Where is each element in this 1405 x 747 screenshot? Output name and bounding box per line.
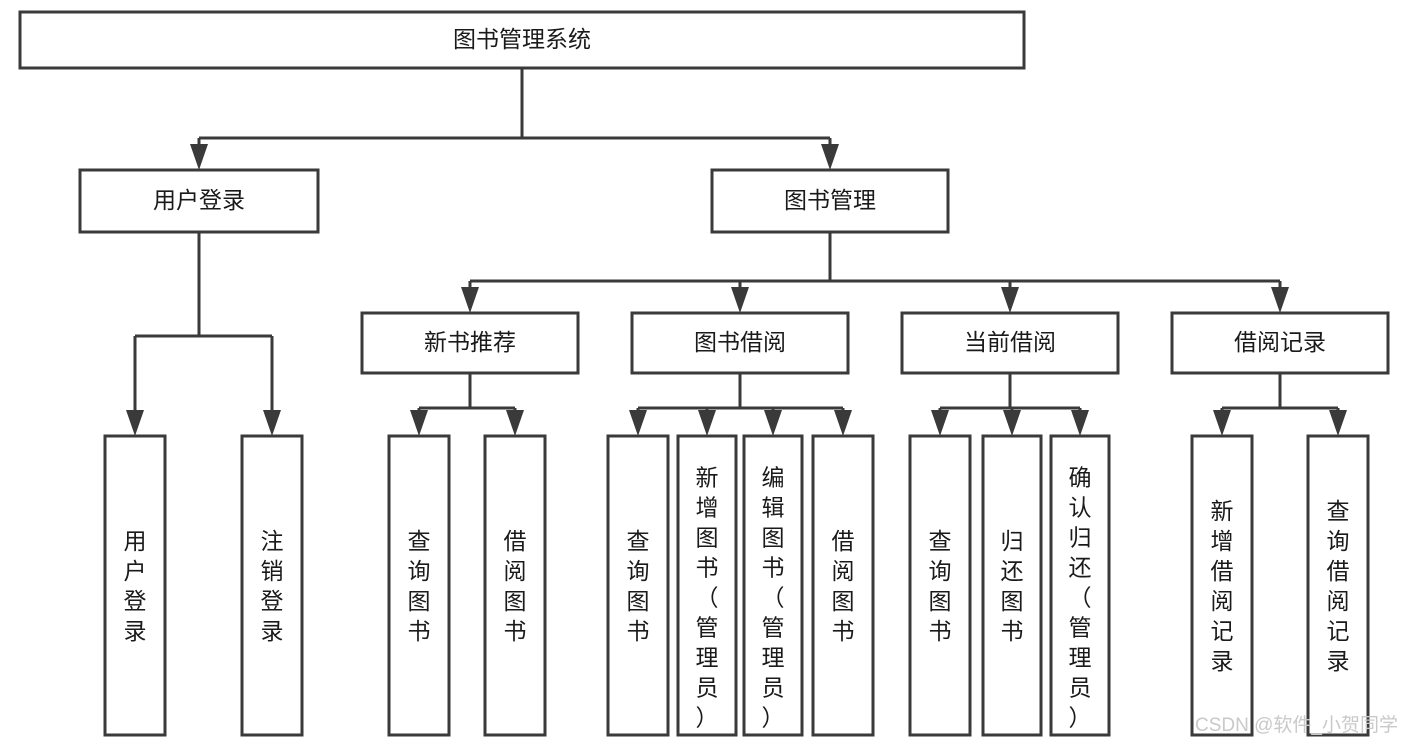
node-box-leaf-query-book-2[interactable] bbox=[606, 434, 670, 737]
node-box-leaf-return-book[interactable] bbox=[981, 434, 1043, 737]
node-leaf-add-borrow-record[interactable]: 新增借阅记录 bbox=[1190, 434, 1254, 737]
node-label-leaf-logout-login: 注销登录 bbox=[261, 528, 284, 644]
arrow-head-icon bbox=[731, 287, 749, 313]
node-leaf-borrow-book-1[interactable]: 借阅图书 bbox=[483, 434, 547, 737]
node-label-root: 图书管理系统 bbox=[453, 26, 591, 52]
arrow-head-icon bbox=[1329, 410, 1347, 436]
node-box-user-login[interactable] bbox=[78, 168, 320, 234]
node-leaf-query-book-3[interactable]: 查询图书 bbox=[908, 434, 972, 737]
arrow-head-icon bbox=[821, 144, 839, 170]
arrow-head-icon bbox=[1213, 410, 1231, 436]
node-label-book-borrow: 图书借阅 bbox=[694, 329, 786, 355]
conn-newbook-to-leaves bbox=[410, 373, 524, 436]
arrow-head-icon bbox=[506, 410, 524, 436]
node-box-book-borrow[interactable] bbox=[630, 311, 850, 375]
conn-userlogin-to-leaves bbox=[126, 232, 281, 436]
arrow-head-icon bbox=[461, 287, 479, 313]
node-book-manage[interactable]: 图书管理 bbox=[710, 168, 950, 234]
node-box-leaf-borrow-book-2[interactable] bbox=[811, 434, 875, 737]
node-box-leaf-borrow-book-1[interactable] bbox=[483, 434, 547, 737]
node-label-leaf-query-book-3: 查询图书 bbox=[929, 528, 952, 644]
node-label-current-borrow: 当前借阅 bbox=[964, 329, 1056, 355]
node-box-leaf-user-login[interactable] bbox=[103, 434, 167, 737]
node-leaf-borrow-book-2[interactable]: 借阅图书 bbox=[811, 434, 875, 737]
node-label-new-book-recommend: 新书推荐 bbox=[424, 329, 516, 355]
node-root[interactable]: 图书管理系统 bbox=[18, 10, 1026, 70]
node-leaf-query-book-1[interactable]: 查询图书 bbox=[387, 434, 451, 737]
node-box-leaf-add-book-admin[interactable] bbox=[676, 434, 738, 737]
conn-currentborrow-to-leaves bbox=[931, 373, 1089, 436]
node-box-book-manage[interactable] bbox=[710, 168, 950, 234]
conn-root-to-level2 bbox=[190, 68, 839, 170]
arrow-head-icon bbox=[263, 410, 281, 436]
node-label-leaf-add-borrow-record: 新增借阅记录 bbox=[1211, 498, 1234, 674]
arrow-head-icon bbox=[834, 410, 852, 436]
node-box-leaf-add-borrow-record[interactable] bbox=[1190, 434, 1254, 737]
node-label-book-manage: 图书管理 bbox=[784, 187, 876, 213]
conn-bookmanage-to-level3 bbox=[461, 232, 1289, 313]
node-label-leaf-edit-book-admin: 编辑图书（管理员） bbox=[762, 464, 785, 730]
node-leaf-add-book-admin[interactable]: 新增图书（管理员） bbox=[676, 434, 738, 737]
arrow-head-icon bbox=[1071, 410, 1089, 436]
node-box-current-borrow[interactable] bbox=[900, 311, 1120, 375]
node-label-leaf-return-book: 归还图书 bbox=[1001, 528, 1024, 644]
node-box-leaf-query-borrow-record[interactable] bbox=[1306, 434, 1370, 737]
conn-borrowrecord-to-leaves bbox=[1213, 373, 1347, 436]
watermark-label: CSDN @软件_小贺同学 bbox=[1195, 714, 1398, 736]
node-box-borrow-record[interactable] bbox=[1170, 311, 1390, 375]
node-leaf-query-borrow-record[interactable]: 查询借阅记录 bbox=[1306, 434, 1370, 737]
node-current-borrow[interactable]: 当前借阅 bbox=[900, 311, 1120, 375]
node-box-leaf-query-book-3[interactable] bbox=[908, 434, 972, 737]
arrow-head-icon bbox=[190, 144, 208, 170]
node-label-leaf-query-book-1: 查询图书 bbox=[408, 528, 431, 644]
node-label-borrow-record: 借阅记录 bbox=[1234, 329, 1326, 355]
node-book-borrow[interactable]: 图书借阅 bbox=[630, 311, 850, 375]
node-leaf-logout-login[interactable]: 注销登录 bbox=[240, 434, 304, 737]
node-new-book-recommend[interactable]: 新书推荐 bbox=[360, 311, 580, 375]
conn-bookborrow-to-leaves bbox=[629, 373, 852, 436]
node-box-leaf-edit-book-admin[interactable] bbox=[742, 434, 804, 737]
arrow-head-icon bbox=[1003, 410, 1021, 436]
node-box-root[interactable] bbox=[18, 10, 1026, 70]
node-user-login[interactable]: 用户登录 bbox=[78, 168, 320, 234]
arrow-head-icon bbox=[410, 410, 428, 436]
node-leaf-query-book-2[interactable]: 查询图书 bbox=[606, 434, 670, 737]
arrow-head-icon bbox=[126, 410, 144, 436]
arrow-head-icon bbox=[1001, 287, 1019, 313]
node-label-user-login: 用户登录 bbox=[153, 187, 245, 213]
node-borrow-record[interactable]: 借阅记录 bbox=[1170, 311, 1390, 375]
node-label-leaf-query-book-2: 查询图书 bbox=[627, 528, 650, 644]
connector-layer bbox=[126, 68, 1347, 436]
node-label-leaf-query-borrow-record: 查询借阅记录 bbox=[1327, 498, 1350, 674]
node-box-new-book-recommend[interactable] bbox=[360, 311, 580, 375]
arrow-head-icon bbox=[931, 410, 949, 436]
node-label-leaf-user-login: 用户登录 bbox=[124, 528, 147, 644]
node-box-leaf-query-book-1[interactable] bbox=[387, 434, 451, 737]
node-label-leaf-borrow-book-2: 借阅图书 bbox=[832, 528, 855, 644]
node-leaf-return-book[interactable]: 归还图书 bbox=[981, 434, 1043, 737]
node-layer: 图书管理系统用户登录图书管理新书推荐图书借阅当前借阅借阅记录用户登录注销登录查询… bbox=[18, 10, 1390, 737]
node-box-leaf-logout-login[interactable] bbox=[240, 434, 304, 737]
arrow-head-icon bbox=[764, 410, 782, 436]
arrow-head-icon bbox=[1271, 287, 1289, 313]
node-label-leaf-add-book-admin: 新增图书（管理员） bbox=[696, 464, 719, 730]
node-label-leaf-borrow-book-1: 借阅图书 bbox=[504, 528, 527, 644]
arrow-head-icon bbox=[698, 410, 716, 436]
node-label-leaf-confirm-return-admin: 确认归还（管理员） bbox=[1069, 464, 1092, 730]
node-box-leaf-confirm-return-admin[interactable] bbox=[1049, 434, 1111, 737]
node-leaf-confirm-return-admin[interactable]: 确认归还（管理员） bbox=[1049, 434, 1111, 737]
node-leaf-edit-book-admin[interactable]: 编辑图书（管理员） bbox=[742, 434, 804, 737]
node-leaf-user-login[interactable]: 用户登录 bbox=[103, 434, 167, 737]
arrow-head-icon bbox=[629, 410, 647, 436]
